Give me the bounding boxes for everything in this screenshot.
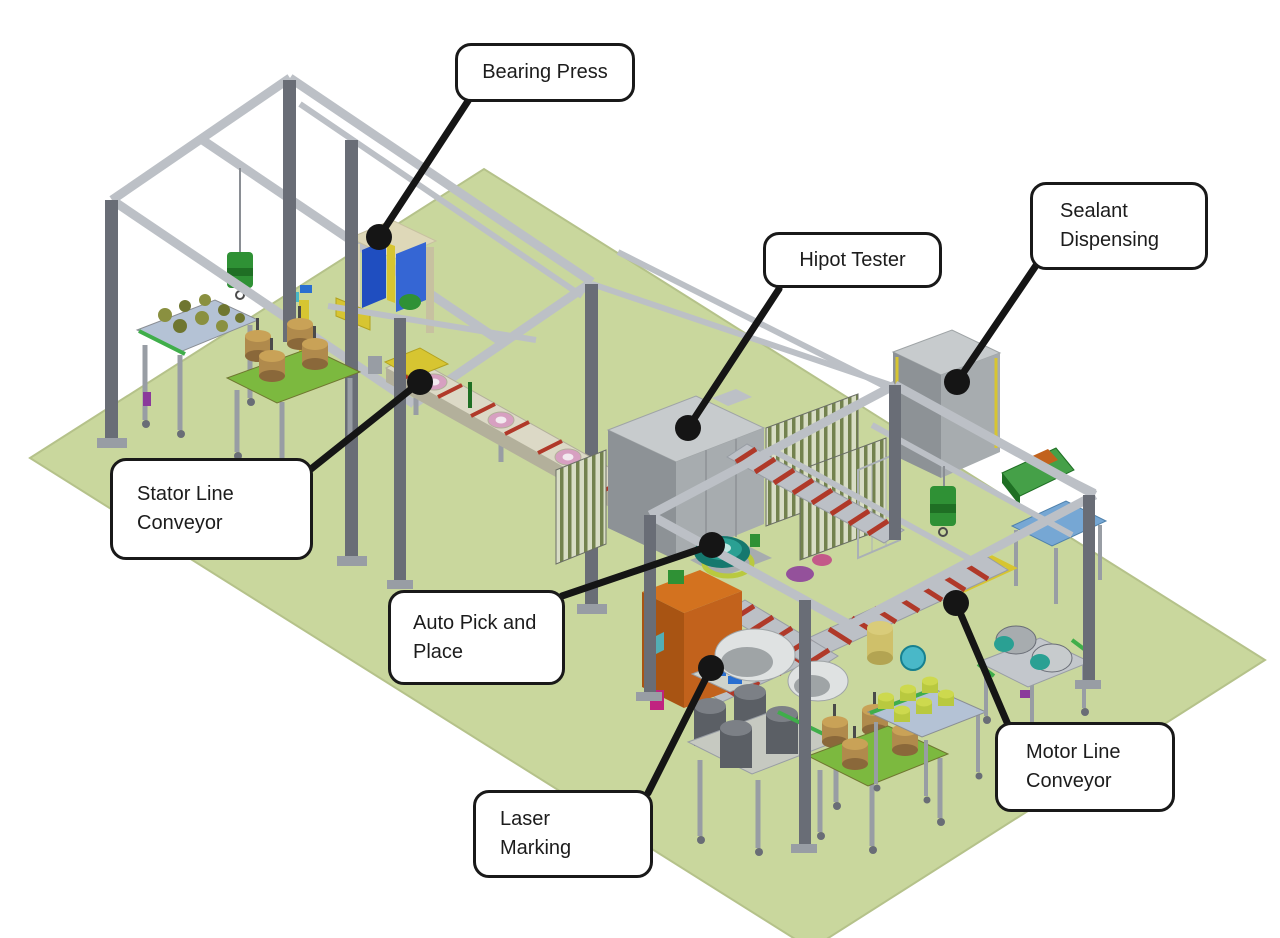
callout-leaders: [307, 97, 1041, 797]
bronze-stator: [842, 726, 868, 770]
leader-auto-pick-and-place: [558, 532, 725, 600]
leader-hipot-tester: [675, 285, 783, 441]
dispenser-unit: [867, 621, 926, 671]
callout-laser-marking-line1: Laser: [500, 808, 551, 830]
hoist-right: [930, 466, 956, 537]
leader-bearing-press: [366, 97, 472, 250]
callout-hipot-tester-text: Hipot Tester: [799, 248, 906, 271]
yellow-motor: [916, 697, 932, 714]
callout-sealant-dispensing-line2: Dispensing: [1060, 229, 1159, 251]
callout-stator-line-conveyor-line1: Stator Line: [137, 483, 234, 505]
callout-sealant-dispensing-line1: Sealant: [1060, 200, 1128, 222]
callout-sealant-dispensing: Sealant Dispensing: [1030, 182, 1208, 270]
callout-auto-pick-and-place-line1: Auto Pick and: [413, 611, 537, 634]
stator-pallet: [487, 411, 515, 429]
finished-motor: [1030, 643, 1073, 673]
callout-hipot-tester: Hipot Tester: [763, 232, 942, 288]
yellow-motor: [938, 689, 954, 706]
leader-motor-line-conveyor: [943, 590, 1013, 731]
callout-auto-pick-and-place: Auto Pick and Place: [388, 590, 565, 685]
callout-motor-line-conveyor-line2: Conveyor: [1026, 770, 1112, 792]
callout-bearing-press-text: Bearing Press: [482, 61, 608, 83]
bronze-stator: [302, 326, 328, 370]
bronze-stator: [822, 704, 848, 748]
leader-stator-line-conveyor: [307, 369, 433, 473]
callout-auto-pick-and-place-line2: Place: [413, 640, 464, 663]
right-gantry-frame: [636, 381, 1101, 853]
leader-sealant-dispensing: [944, 260, 1041, 395]
yellow-motor: [922, 676, 938, 693]
stator-table-left: [225, 306, 362, 474]
leader-laser-marking: [644, 655, 724, 797]
bronze-stator: [259, 338, 285, 382]
motor-housing: [720, 720, 752, 768]
gantry-post: [387, 318, 413, 589]
callout-laser-marking: Laser Marking: [473, 790, 653, 878]
callout-stator-line-conveyor-line2: Conveyor: [137, 512, 223, 534]
yellow-motor-table: [866, 676, 988, 804]
callout-motor-line-conveyor: Motor Line Conveyor: [995, 722, 1175, 812]
yellow-motor: [894, 705, 910, 722]
callout-motor-line-conveyor-line1: Motor Line: [1026, 741, 1121, 763]
blue-table: [1010, 500, 1108, 604]
yellow-motor: [900, 684, 916, 701]
yellow-motor: [878, 692, 894, 709]
left-gantry-front-frame: [97, 80, 607, 614]
callout-bearing-press: Bearing Press: [455, 43, 635, 102]
callout-laser-marking-line2: Marking: [500, 837, 572, 859]
callout-stator-line-conveyor: Stator Line Conveyor: [110, 458, 313, 560]
finished-motor: [994, 625, 1037, 655]
